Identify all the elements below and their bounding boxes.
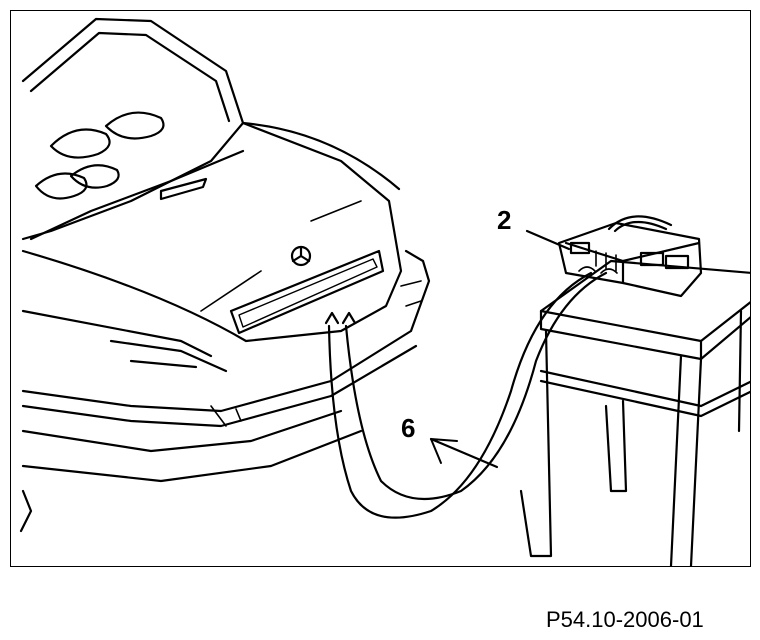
charger-handle [607, 215, 673, 231]
third-brake-light [159, 177, 208, 201]
license-plate-recess [229, 249, 385, 335]
battery-charger [557, 215, 703, 298]
table-leg [669, 354, 703, 566]
workbench [519, 259, 750, 566]
diagram-frame: 2 6 [10, 10, 751, 567]
table-leg [519, 329, 553, 558]
charging-cables [324, 271, 608, 519]
charger-body [557, 221, 703, 298]
figure-caption: P54.10-2006-01 [546, 607, 704, 632]
rear-bumper [21, 249, 431, 413]
leader-line-2 [525, 229, 571, 251]
car-rear [19, 17, 431, 533]
table-top [539, 259, 750, 343]
trunk-lid [21, 121, 403, 343]
star-emblem [290, 245, 312, 267]
callout-label-2: 2 [497, 205, 512, 235]
leader-line-6 [429, 437, 499, 469]
table-leg [604, 399, 628, 493]
callout-label-6: 6 [401, 413, 416, 443]
headrests [34, 111, 165, 200]
leader-lines [429, 229, 571, 469]
cable-positive [327, 271, 593, 519]
car-rear-window [21, 17, 245, 241]
